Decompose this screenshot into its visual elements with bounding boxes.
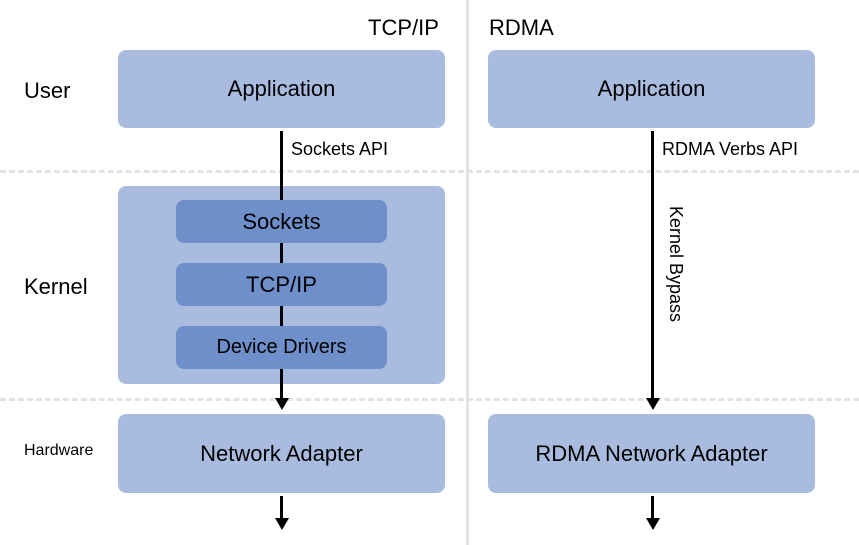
tcpip-output-line (280, 496, 283, 518)
network-adapter-box: Network Adapter (118, 414, 445, 493)
layer-label-kernel: Kernel (24, 274, 88, 299)
rdma-data-path-line (651, 131, 654, 398)
rdma-verbs-api-label: RDMA Verbs API (662, 139, 799, 159)
tcpip-output-arrowhead (275, 518, 289, 530)
kernel-component-label: Device Drivers (216, 336, 347, 358)
rdma-application-box: Application (488, 50, 815, 128)
layer-label-hardware: Hardware (24, 442, 94, 459)
layer-label-user: User (24, 78, 71, 103)
tcpip-application-box: Application (118, 50, 445, 128)
rdma-arrowhead-bypass-to-hw (646, 398, 660, 410)
kernel-component-label: TCP/IP (246, 271, 317, 297)
kernel-component-device-drivers: Device Drivers (176, 326, 387, 369)
rdma-output-line (651, 496, 654, 518)
kernel-component-label: Sockets (242, 208, 321, 234)
tcpip-arrowhead-kernel-to-hw (275, 398, 289, 410)
rdma-application-label: Application (597, 76, 706, 101)
network-adapter-label: Network Adapter (200, 440, 363, 466)
kernel-hardware-divider (0, 398, 859, 401)
tcpip-application-label: Application (227, 76, 336, 101)
tcpip-column-title: TCP/IP (368, 15, 439, 40)
rdma-network-adapter-box: RDMA Network Adapter (488, 414, 815, 493)
user-kernel-divider (0, 170, 859, 173)
column-separator (466, 0, 469, 545)
kernel-bypass-label: Kernel Bypass (666, 206, 686, 323)
kernel-component-tcpip: TCP/IP (176, 263, 387, 306)
rdma-network-adapter-label: RDMA Network Adapter (535, 440, 768, 466)
kernel-component-sockets: Sockets (176, 200, 387, 243)
rdma-output-arrowhead (646, 518, 660, 530)
sockets-api-label: Sockets API (291, 139, 389, 159)
rdma-column-title: RDMA (489, 15, 554, 40)
